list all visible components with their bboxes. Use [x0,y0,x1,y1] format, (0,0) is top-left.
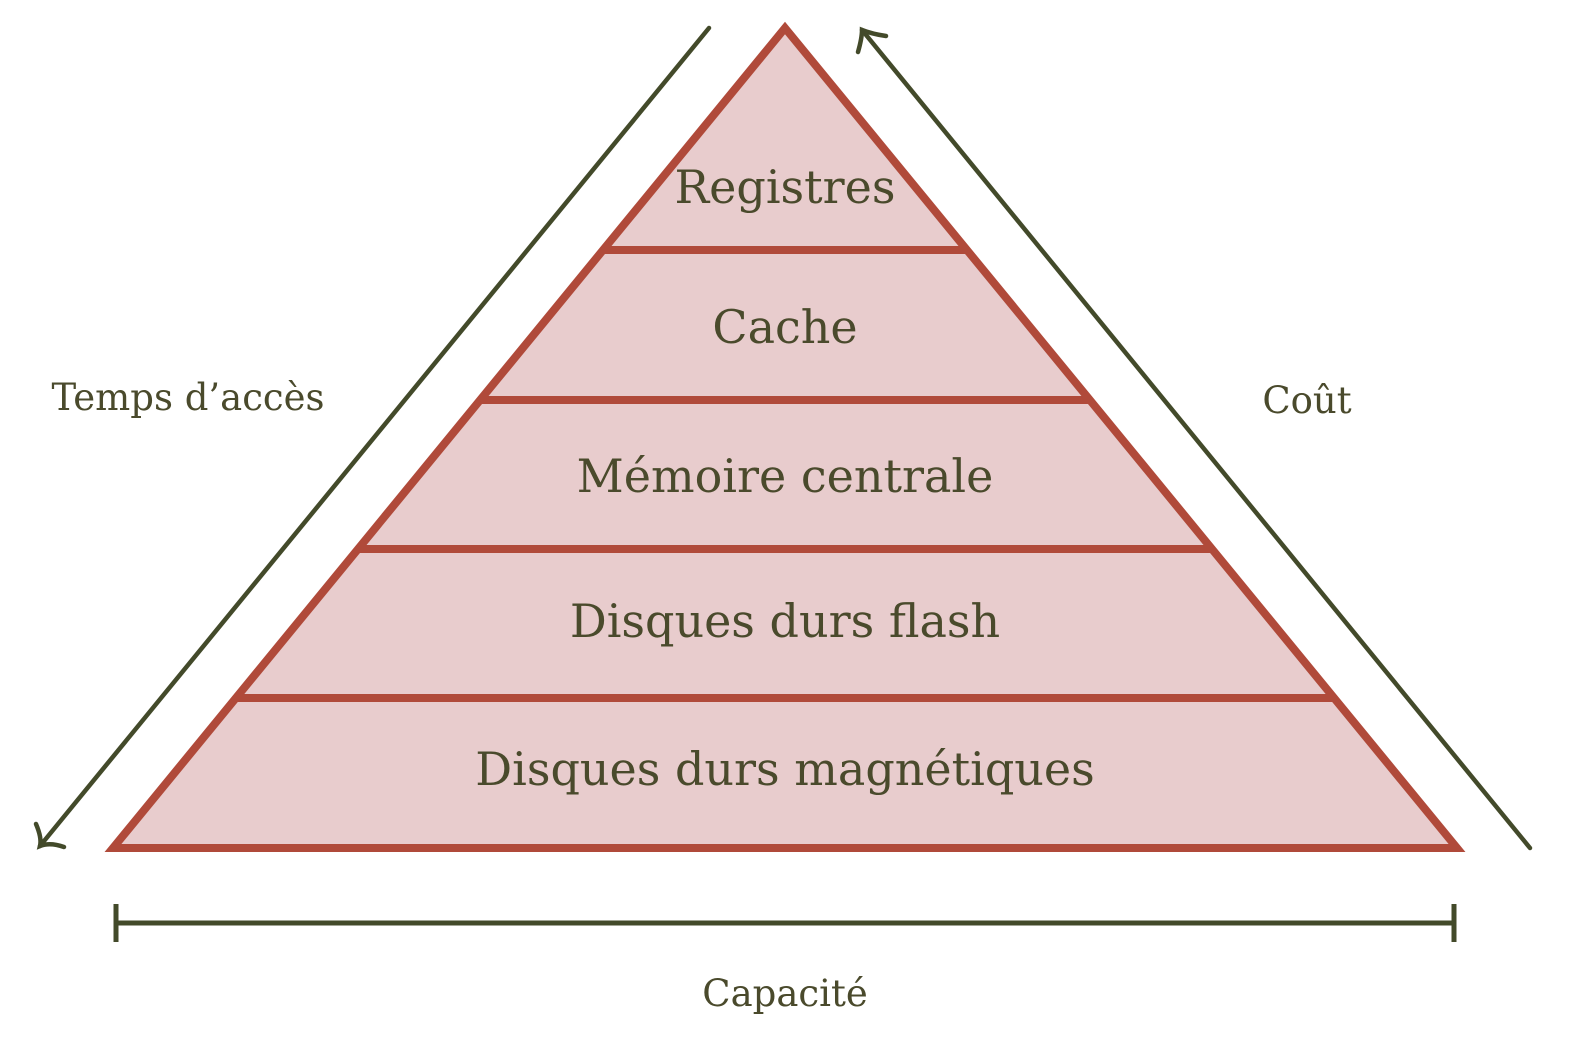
access-time-arrow-shaft [37,25,712,849]
cost-label: Coût [1262,379,1351,422]
access-time-label: Temps d’accès [51,376,324,419]
tier-label-magnetic-disks: Disques durs magnétiques [475,742,1094,796]
cost-arrowhead-icon [855,26,889,55]
tier-label-registers: Registres [675,160,896,214]
capacity-label: Capacité [702,972,867,1015]
access-time-arrow [33,25,712,850]
tier-label-main-memory: Mémoire centrale [577,449,994,503]
cost-arrow [855,26,1533,851]
access-time-arrowhead-icon [33,821,67,850]
cost-arrow-shaft [859,27,1533,851]
pyramid-outline [104,21,1466,852]
tier-dividers [235,246,1335,702]
tier-label-flash-disks: Disques durs flash [570,594,1000,648]
capacity-bracket [113,904,1457,942]
tier-label-cache: Cache [712,300,857,354]
